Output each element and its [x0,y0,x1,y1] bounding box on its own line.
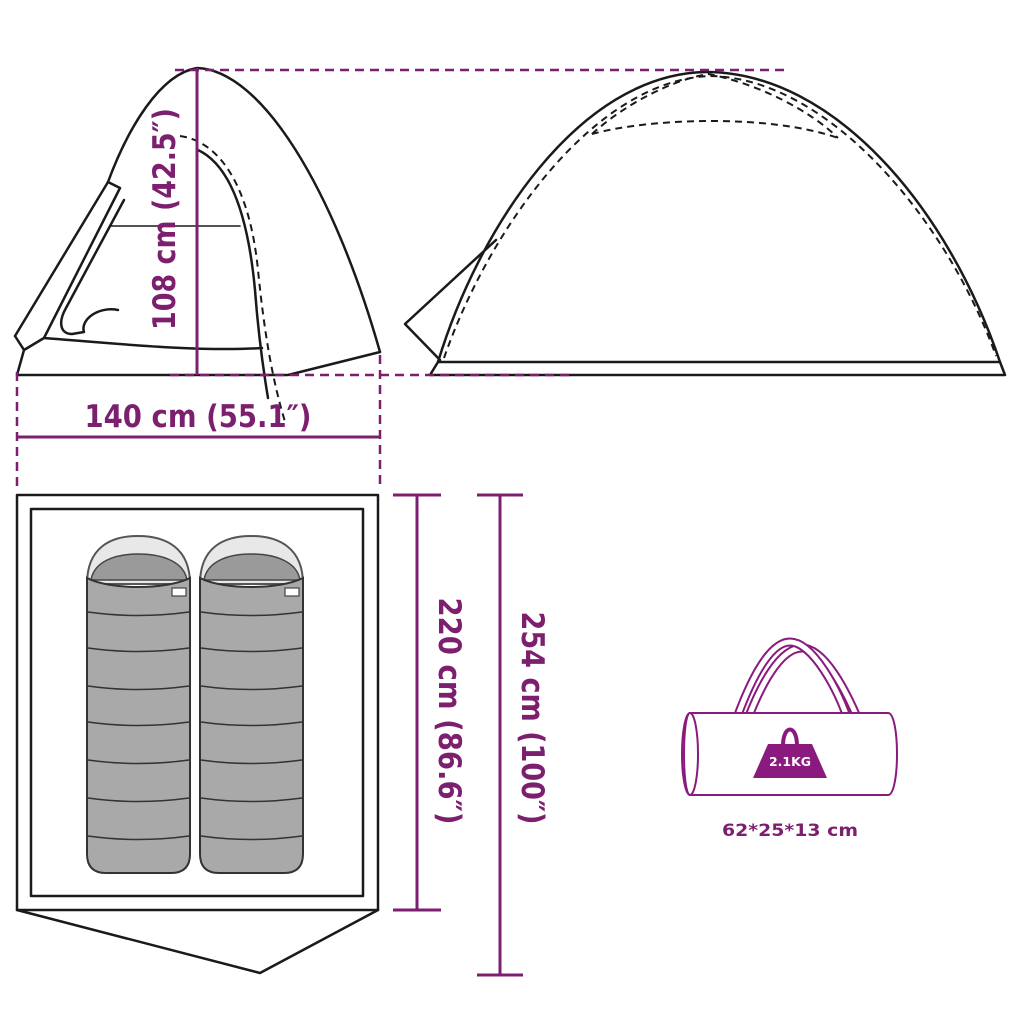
tent-side-inner-dashed [443,74,997,359]
width-dimension: 140 cm (55.1″) [15,355,382,490]
tent-front-inner-floor [42,336,264,351]
tent-side-pole-dashed [591,72,839,139]
tent-side-floor [428,360,1007,377]
tent-front-pole-dashed [179,135,287,426]
sleeping-bag-quilt-lines [200,611,303,841]
sleeping-bag-quilt-lines [87,611,190,841]
tent-floor-plan [15,493,380,975]
weight-icon: 2.1KG [753,727,827,778]
sleeping-bag-zipper-tab [171,587,187,597]
height-dimension: 108 cm (42.5″) [147,68,785,377]
floor-outer [15,493,380,912]
floor-vestibule [15,908,380,975]
tent-front-outline [13,66,382,354]
tent-side-ridge-dashed [591,120,839,139]
bag-weight-label: 2.1KG [769,755,811,769]
floor-length-dimension: 220 cm (86.6″) [393,493,467,912]
tent-side-view [403,70,1007,377]
sleeping-bag-hood-opening [203,553,301,581]
weight-icon-body [753,744,827,778]
width-label: 140 cm (55.1″) [85,399,312,435]
tent-front-view [13,66,382,426]
floor-length-line [393,493,441,912]
carry-bag-end-cap [681,712,699,796]
floor-inner [29,507,365,898]
tent-side-outline [436,70,1002,364]
total-length-dimension: 254 cm (100″) [477,493,550,977]
weight-icon-ring [781,727,799,747]
sleeping-bag-hood-opening [90,553,188,581]
carry-bag-handle-front [729,637,855,728]
total-length-label: 254 cm (100″) [514,612,550,825]
floor-length-label: 220 cm (86.6″) [431,598,467,825]
tent-front-door-panel [42,180,122,340]
tent-side-flap [403,238,498,362]
total-length-line [477,493,523,977]
tent-front-door-opening [59,198,126,336]
height-label: 108 cm (42.5″) [147,108,183,330]
sleeping-bag-left [85,534,192,874]
carry-bag-icon: 2.1KG [681,637,898,796]
bag-size-label: 62*25*13 cm [722,821,858,841]
sleeping-bag-right [198,534,305,874]
sleeping-bag-zipper-tab [284,587,300,597]
tent-front-inner-wall [196,148,270,400]
